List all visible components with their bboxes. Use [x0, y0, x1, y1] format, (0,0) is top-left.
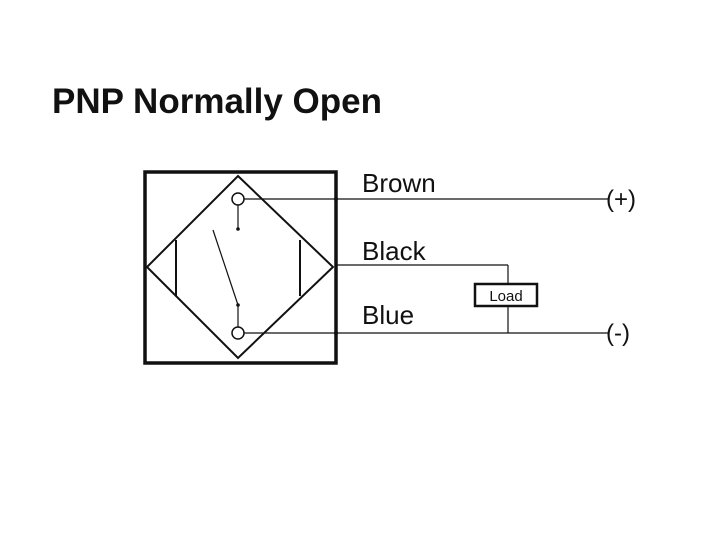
blue-wire-label: Blue [362, 300, 414, 330]
switch-arm [212, 229, 239, 306]
load-box [473, 282, 539, 308]
black-wire-label: Black [362, 236, 427, 266]
brown-wire-label: Brown [362, 168, 436, 198]
sensor-housing [143, 170, 338, 365]
sensor-diamond [145, 174, 335, 360]
negative-terminal-label: (-) [606, 320, 630, 347]
page-title: PNP Normally Open [52, 82, 383, 121]
brown-junction-dot [334, 197, 338, 201]
load-label: Load [489, 288, 522, 305]
upper-contact [231, 192, 245, 206]
upper-stem-dot [236, 227, 240, 231]
lower-contact [231, 326, 245, 340]
blue-junction-dot [334, 331, 338, 335]
positive-terminal-label: (+) [606, 186, 636, 213]
